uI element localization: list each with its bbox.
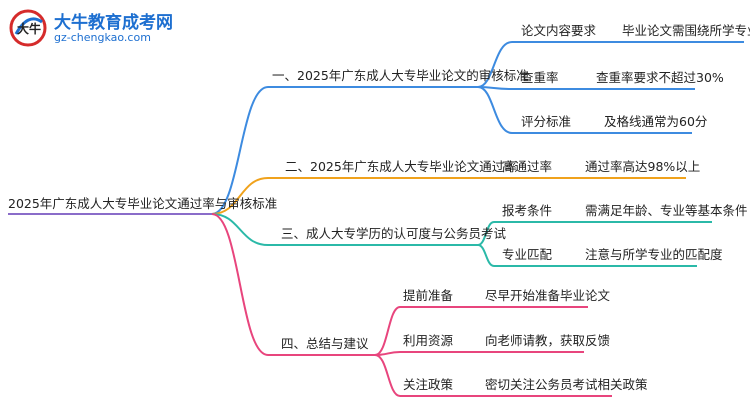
branch-4-curve xyxy=(211,213,269,356)
b4-c3-label: 关注政策 xyxy=(403,377,454,392)
brand-url: gz-chengkao.com xyxy=(54,31,151,44)
b1-c3-detail: 及格线通常为60分 xyxy=(604,114,708,129)
b1-c3-label: 评分标准 xyxy=(521,114,572,129)
b1-c1-detail: 毕业论文需围绕所学专业研究 xyxy=(622,23,750,38)
branch-4-label: 四、总结与建议 xyxy=(281,336,369,351)
branch-3-label: 三、成人大专学历的认可度与公务员考试 xyxy=(281,226,507,241)
mindmap-root: 2025年广东成人大专毕业论文通过率与审核标准 xyxy=(8,196,278,211)
b3-c1-detail: 需满足年龄、专业等基本条件 xyxy=(585,203,748,218)
b4-c1-detail: 尽早开始准备毕业论文 xyxy=(485,288,611,303)
logo-mark-icon: 大牛 xyxy=(9,9,47,47)
b4-c2-label: 利用资源 xyxy=(403,333,454,348)
branch-2-curve xyxy=(211,177,269,215)
branch-1-curve xyxy=(211,86,269,215)
b1-c2-label: 查重率 xyxy=(521,70,559,85)
brand-name: 大牛教育成考网 xyxy=(54,13,173,33)
b4-c2-detail: 向老师请教，获取反馈 xyxy=(485,333,611,348)
branch-3-curve xyxy=(211,213,269,246)
b1-c2-detail: 查重率要求不超过30% xyxy=(596,70,724,85)
b3-c1-label: 报考条件 xyxy=(502,203,553,218)
b4-c1-label: 提前准备 xyxy=(403,288,454,303)
b3-c2-curve xyxy=(477,244,495,267)
b1-c1-label: 论文内容要求 xyxy=(521,23,597,38)
logo-mark-text: 大牛 xyxy=(17,21,41,36)
b2-c1-detail: 通过率高达98%以上 xyxy=(585,159,701,174)
b1-c1-curve xyxy=(477,41,513,88)
brand-logo: 大牛 大牛教育成考网 gz-chengkao.com xyxy=(6,4,173,50)
b4-c3-detail: 密切关注公务员考试相关政策 xyxy=(485,377,648,392)
b4-c3-curve xyxy=(374,354,401,397)
b2-c1-label: 高通过率 xyxy=(502,159,553,174)
branch-2-label: 二、2025年广东成人大专毕业论文通过率 xyxy=(285,159,517,174)
b3-c2-detail: 注意与所学专业的匹配度 xyxy=(585,247,723,262)
b3-c2-label: 专业匹配 xyxy=(502,247,553,262)
b4-c1-curve xyxy=(374,306,401,356)
b1-c3-curve xyxy=(477,86,513,134)
branch-1-label: 一、2025年广东成人大专毕业论文的审核标准 xyxy=(272,68,529,83)
